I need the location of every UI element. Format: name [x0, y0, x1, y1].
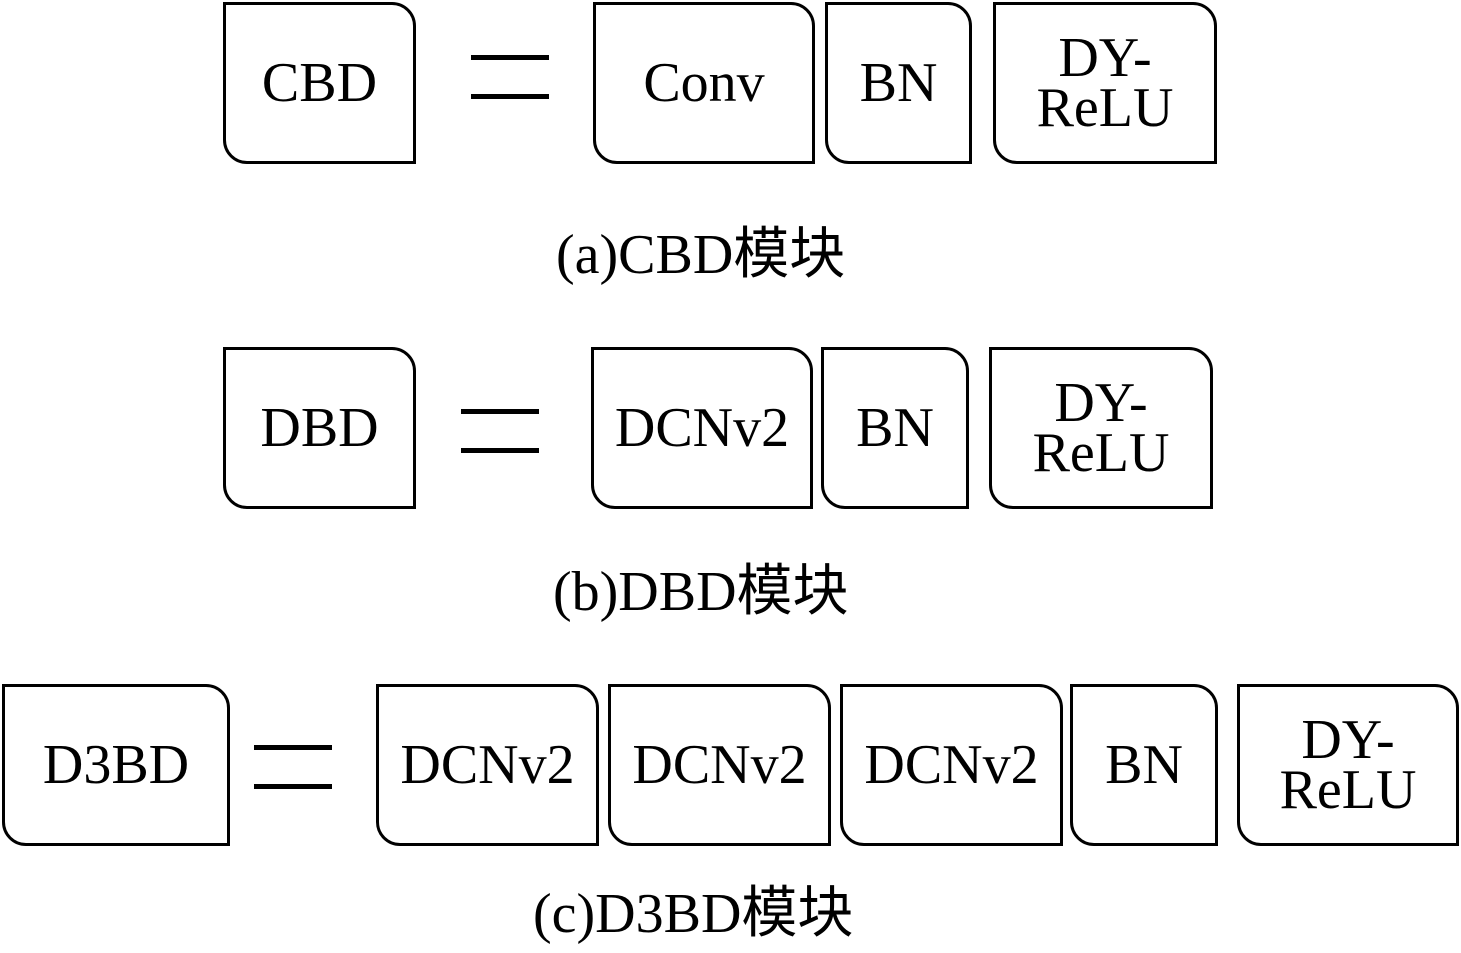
bn-block: BN [825, 2, 972, 164]
equals-sign [461, 409, 539, 453]
conv-label: Conv [643, 52, 765, 114]
dy-relu-label: DY- ReLU [1032, 372, 1170, 484]
dcnv2-label: DCNv2 [614, 397, 790, 459]
dy-relu-block: DY- ReLU [993, 2, 1217, 164]
dcnv2-label: DCNv2 [864, 734, 1039, 796]
d3bd-label: D3BD [42, 734, 190, 796]
dy-relu-label: DY- ReLU [1036, 27, 1174, 139]
dbd-label: DBD [260, 397, 379, 459]
bn-label: BN [859, 52, 938, 114]
dy-relu-block: DY- ReLU [989, 347, 1213, 509]
dy-relu-block: DY- ReLU [1237, 684, 1459, 846]
equals-sign [471, 55, 549, 99]
cbd-block: CBD [223, 2, 416, 164]
dcnv2-block: DCNv2 [591, 347, 813, 509]
caption-b: (b)DBD模块 [553, 561, 849, 623]
caption-a: (a)CBD模块 [556, 224, 846, 286]
bn-block: BN [821, 347, 969, 509]
dcnv2-block: DCNv2 [840, 684, 1063, 846]
bn-block: BN [1070, 684, 1218, 846]
dcnv2-label: DCNv2 [400, 734, 575, 796]
dcnv2-block: DCNv2 [376, 684, 599, 846]
bn-label: BN [856, 397, 934, 459]
caption-c: (c)D3BD模块 [533, 883, 854, 945]
d3bd-block: D3BD [2, 684, 230, 846]
dbd-block: DBD [223, 347, 416, 509]
dcnv2-label: DCNv2 [632, 734, 807, 796]
conv-block: Conv [593, 2, 815, 164]
dcnv2-block: DCNv2 [608, 684, 831, 846]
cbd-label: CBD [261, 52, 378, 114]
equals-sign [254, 745, 332, 789]
dy-relu-label: DY- ReLU [1279, 709, 1417, 821]
bn-label: BN [1105, 734, 1183, 796]
